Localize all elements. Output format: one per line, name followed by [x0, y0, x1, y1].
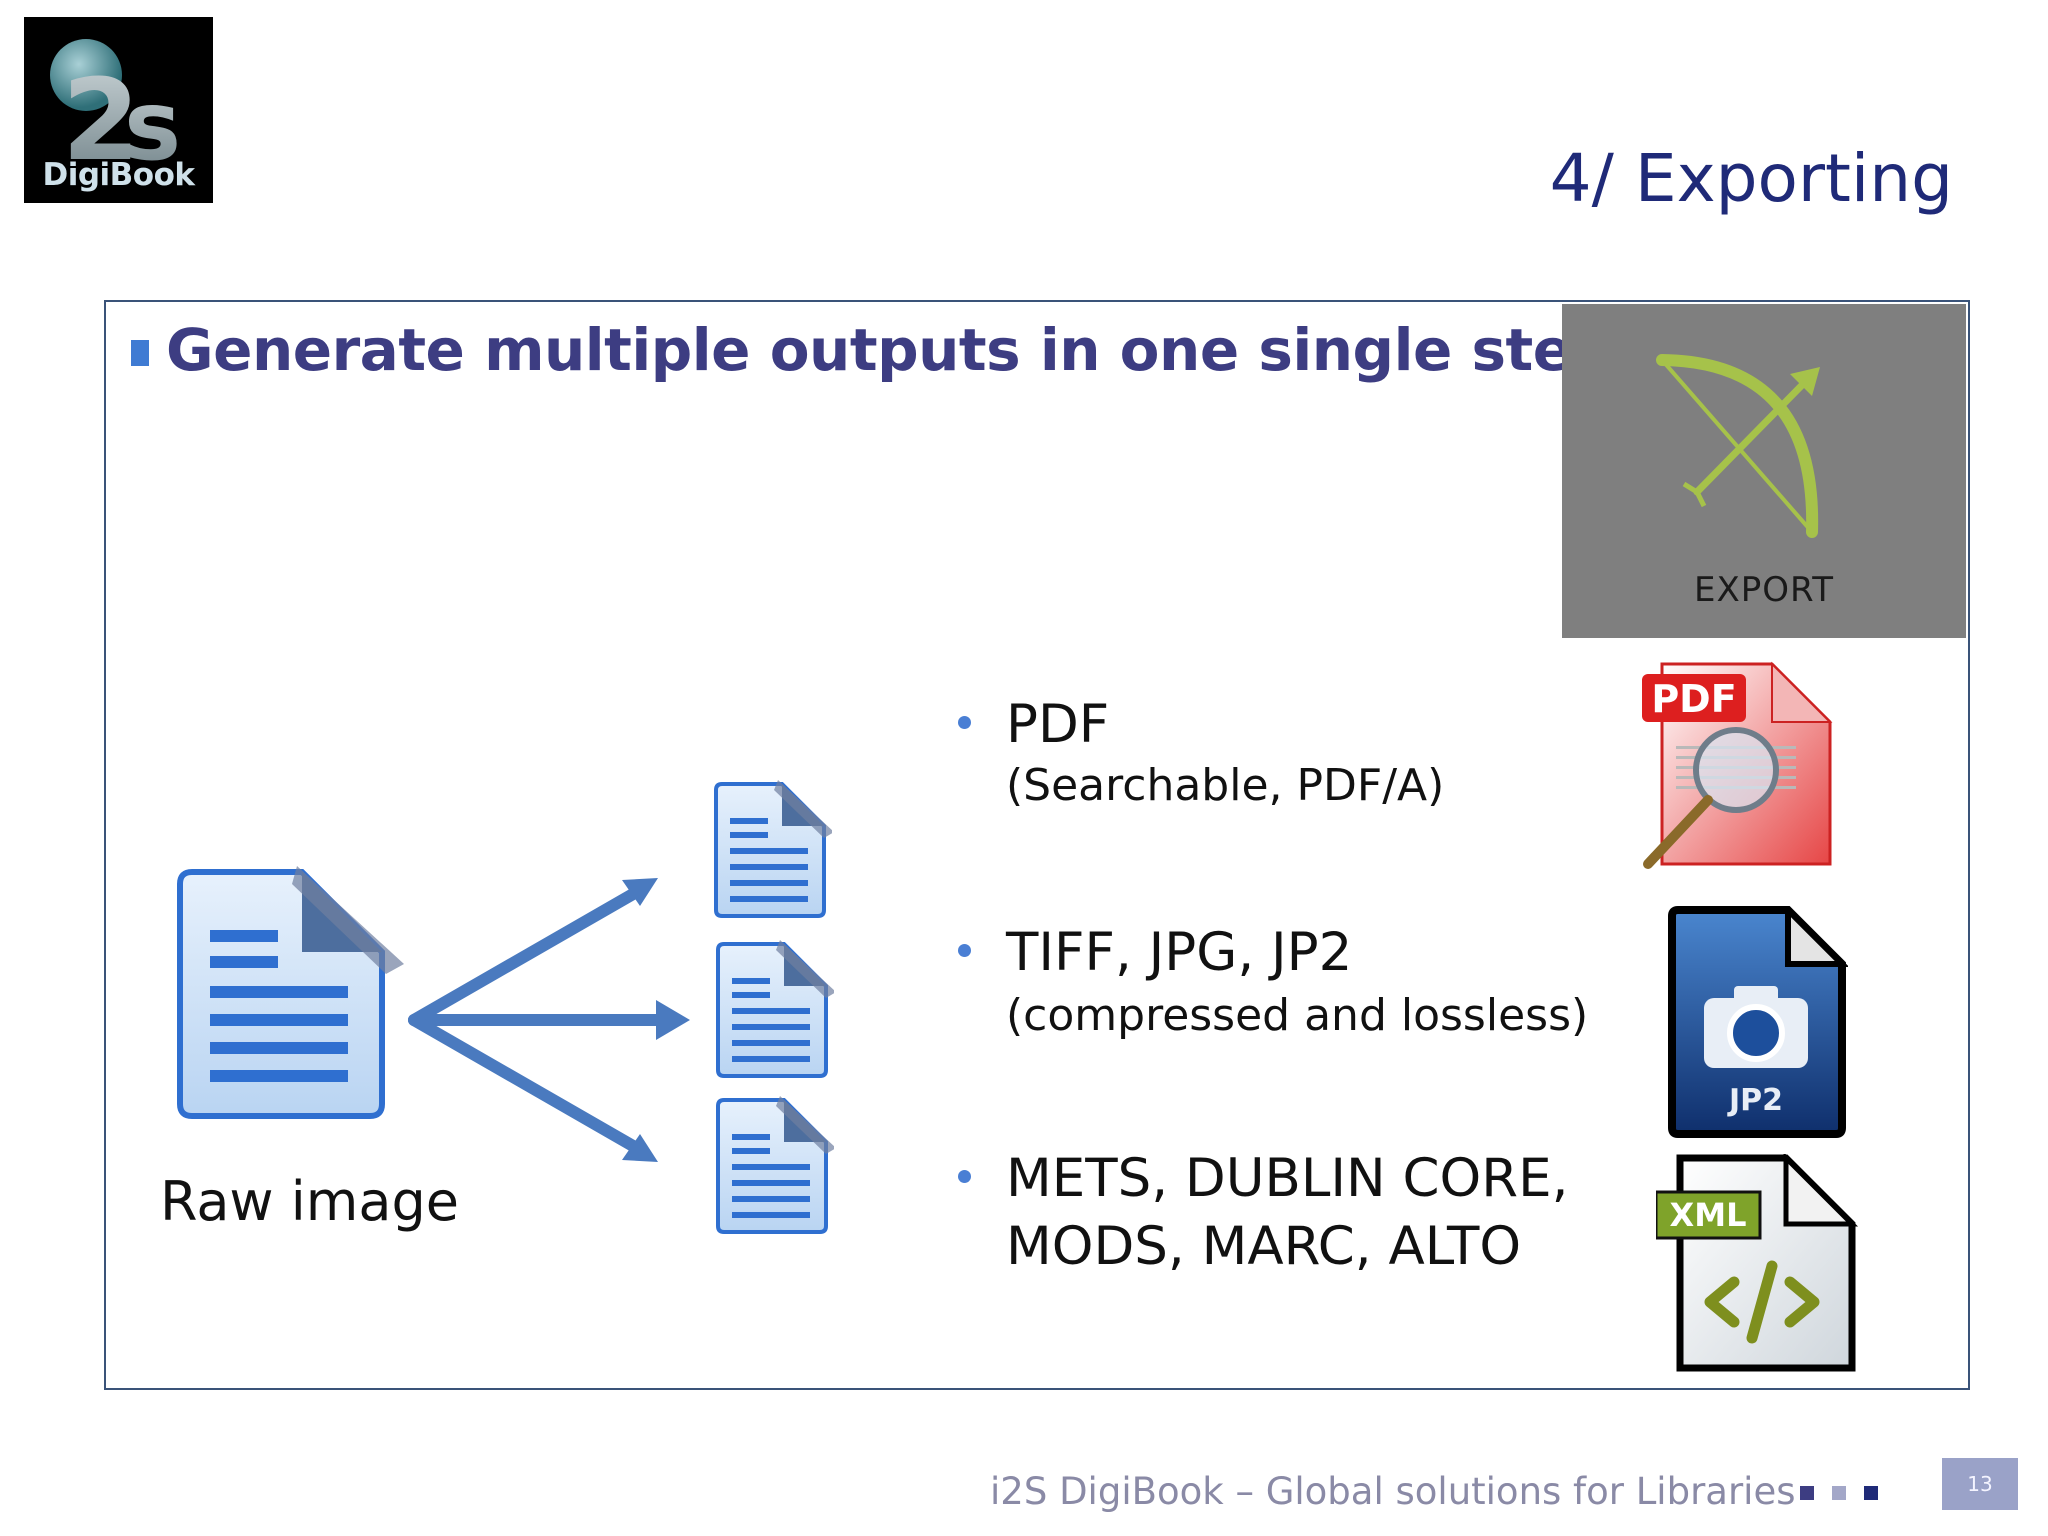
pdf-file-icon: PDF [1642, 661, 1833, 869]
bow-and-arrow-icon [1656, 354, 1820, 538]
format-image-title: TIFF, JPG, JP2 [1006, 922, 1353, 983]
bullet-dot [958, 1170, 971, 1183]
slide-title: 4/ Exporting [1549, 140, 1953, 217]
content-frame [104, 300, 1970, 1390]
svg-text:s: s [124, 70, 181, 182]
raw-image-label: Raw image [160, 1170, 459, 1233]
output-document-icon [716, 1096, 834, 1234]
format-metadata-line1: METS, DUBLIN CORE, [1006, 1148, 1569, 1209]
jp2-file-icon: JP2 [1668, 906, 1848, 1138]
i2s-logo-graphic-icon: 2 s [50, 39, 181, 186]
xml-icon-label: XML [1670, 1196, 1747, 1234]
raw-image-document-icon [177, 866, 404, 1119]
bullet-dot [958, 716, 971, 729]
svg-text:2: 2 [62, 56, 140, 186]
logo-label: DigiBook [42, 157, 195, 193]
i2s-digibook-logo: 2 s DigiBook [24, 17, 213, 203]
bullet-dot [958, 944, 971, 957]
format-image-detail: (compressed and lossless) [1006, 990, 1589, 1041]
export-label: EXPORT [1694, 570, 1834, 610]
magnifier-icon [1693, 727, 1779, 813]
pdf-icon-label: PDF [1651, 677, 1736, 721]
output-document-icon [714, 780, 832, 918]
fan-out-arrows [408, 878, 690, 1162]
arrow-right-icon [656, 1000, 690, 1040]
heading-bullet [131, 340, 149, 366]
footer-square [1864, 1486, 1878, 1500]
arrow-down-right-icon [622, 1134, 658, 1162]
xml-file-icon: XML [1656, 1154, 1859, 1372]
output-document-icon [716, 940, 834, 1078]
camera-icon [1704, 986, 1808, 1068]
code-tag-icon [1704, 1260, 1820, 1344]
format-pdf-title: PDF [1006, 694, 1110, 755]
jp2-icon-label: JP2 [1727, 1083, 1783, 1118]
format-pdf-detail: (Searchable, PDF/A) [1006, 760, 1445, 811]
footer-text: i2S DigiBook – Global solutions for Libr… [990, 1470, 1796, 1513]
footer-square [1832, 1486, 1846, 1500]
footer-square [1800, 1486, 1814, 1500]
page-number: 13 [1942, 1458, 2018, 1510]
format-metadata-line2: MODS, MARC, ALTO [1006, 1216, 1522, 1277]
export-button[interactable]: EXPORT [1562, 304, 1966, 638]
arrow-up-right-icon [622, 878, 658, 906]
content-heading: Generate multiple outputs in one single … [166, 316, 1636, 384]
